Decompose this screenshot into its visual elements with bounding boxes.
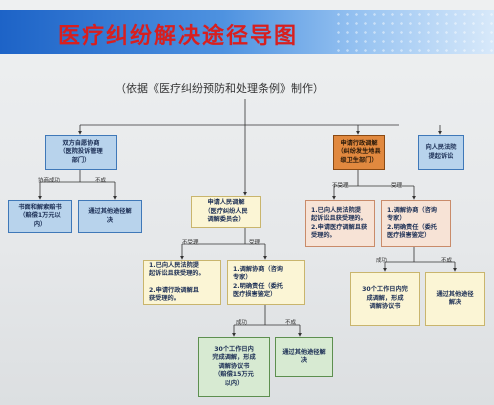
label-fail-2: 不成	[285, 320, 297, 326]
label-fail-3: 不成	[441, 258, 453, 264]
node-written-agreement: 书面和解索赔书 （赔偿1万元以 内）	[8, 200, 72, 233]
label-accept-1: 受理	[249, 240, 261, 246]
label-success-3: 成功	[376, 258, 388, 264]
node-mediation-process-1: 1.调解协商（咨询 专家） 2.明确责任（委托 医疗损害鉴定）	[227, 260, 305, 305]
node-court-litigation: 向人民法院 提起诉讼	[418, 135, 464, 170]
node-other-route-3: 通过其他途径 解决	[425, 272, 485, 326]
node-mediation-process-2: 1.调解协商（咨询 专家） 2.明确责任（委托 医疗损害鉴定）	[381, 200, 451, 247]
label-negotiation-fail: 不成	[95, 178, 107, 184]
node-not-accepted-2: 1.已向人民法院提 起诉讼且获受理的。 2.申请医疗调解且获 受理的。	[305, 200, 375, 247]
node-self-negotiation: 双方自愿协商 （医院投诉管理 部门）	[45, 135, 117, 170]
diagram-subtitle: （依据《医疗纠纷预防和处理条例》制作）	[115, 82, 324, 95]
label-not-accept-1: 不受理	[182, 240, 199, 246]
label-negotiation-success: 协商成功	[38, 178, 61, 184]
node-admin-mediation: 申请行政调解 （纠纷发生地县 级卫生部门）	[333, 135, 385, 170]
node-other-route-2: 通过其他途径解 决	[275, 337, 333, 377]
banner-dot-pattern	[334, 10, 494, 54]
node-agreement-30days-2: 30个工作日内完 成调解，形成 调解协议书	[350, 272, 420, 326]
node-people-mediation: 申请人民调解 （医疗纠纷人民 调解委员会）	[191, 196, 261, 228]
title-banner	[0, 10, 494, 54]
label-success-2: 成功	[236, 320, 248, 326]
diagram-title: 医疗纠纷解决途径导图	[58, 24, 299, 49]
node-agreement-30days-1: 30个工作日内 完成调解，形成 调解协议书 （赔偿15万元 以内）	[198, 337, 270, 397]
node-not-accepted-1: 1.已向人民法院提 起诉讼且获受理的。 2.申请行政调解且 获受理的。	[143, 260, 221, 305]
node-other-route-1: 通过其他途径解 决	[78, 200, 142, 233]
label-accept-2: 受理	[391, 183, 403, 189]
label-not-accept-2: 不受理	[332, 183, 349, 189]
